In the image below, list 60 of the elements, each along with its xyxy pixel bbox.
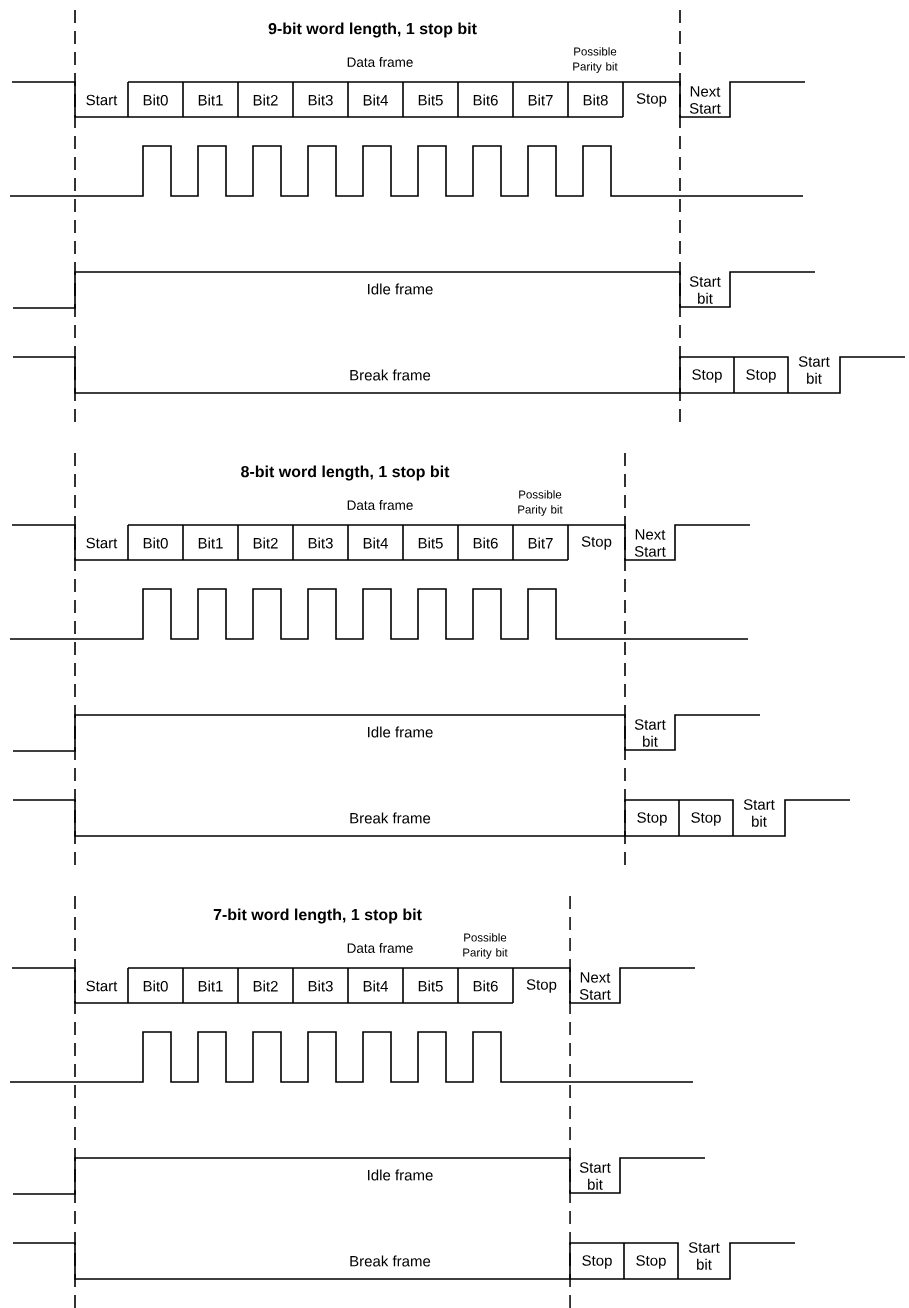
bit-label: Next Start (689, 86, 721, 114)
annotation: Possible Parity bit (518, 490, 563, 516)
bit-label: Bit6 (473, 537, 498, 549)
bit-label: Stop (637, 812, 667, 826)
bit-label: Bit5 (418, 537, 443, 549)
bit-label: Bit4 (363, 537, 388, 549)
bit-label: Stop (746, 369, 776, 383)
frame-label: Idle frame (368, 283, 433, 295)
bit-label: Start (86, 94, 118, 106)
frame-label: Break frame (350, 1255, 431, 1267)
frame-label: Idle frame (368, 726, 433, 738)
bit-label: Bit2 (253, 537, 278, 549)
bit-label: Bit1 (198, 980, 223, 992)
bit-label: Stop (692, 369, 722, 383)
frame-label: Idle frame (368, 1169, 433, 1181)
heading: 7-bit word length, 1 stop bit (213, 908, 422, 924)
frame-label: Data frame (347, 57, 413, 67)
frame-label: Break frame (350, 812, 431, 824)
bit-label: Stop (582, 1255, 612, 1269)
bit-label: Bit5 (418, 980, 443, 992)
bit-label: Bit7 (528, 537, 553, 549)
bit-label: Bit1 (198, 537, 223, 549)
annotation: Possible Parity bit (573, 47, 618, 73)
bit-label: Bit5 (418, 94, 443, 106)
annotation: Possible Parity bit (463, 933, 508, 959)
bit-label: Bit2 (253, 980, 278, 992)
bit-label: Bit0 (143, 94, 168, 106)
bit-label: Start bit (688, 1242, 720, 1270)
bit-label: Bit8 (583, 94, 608, 106)
bit-label: Stop (581, 536, 612, 550)
bit-label: Stop (636, 1255, 666, 1269)
bit-label: Next Start (634, 529, 666, 557)
bit-label: Bit3 (308, 980, 333, 992)
bit-label: Next Start (579, 972, 611, 1000)
frame-label: Data frame (347, 500, 413, 510)
bit-label: Bit7 (528, 94, 553, 106)
bit-label: Start bit (743, 799, 775, 827)
bit-label: Bit0 (143, 980, 168, 992)
bit-label: Stop (636, 93, 667, 107)
bit-label: Stop (526, 979, 557, 993)
bit-label: Start bit (689, 276, 721, 304)
bit-label: Start (86, 537, 118, 549)
heading: 8-bit word length, 1 stop bit (241, 465, 450, 481)
bit-label: Bit6 (473, 980, 498, 992)
bit-label: Start bit (634, 719, 666, 747)
bit-label: Bit3 (308, 94, 333, 106)
bit-label: Bit4 (363, 94, 388, 106)
heading: 9-bit word length, 1 stop bit (268, 22, 477, 38)
bit-label: Bit1 (198, 94, 223, 106)
bit-label: Start (86, 980, 118, 992)
frame-label: Data frame (347, 943, 413, 953)
bit-label: Bit6 (473, 94, 498, 106)
bit-label: Stop (691, 812, 721, 826)
bit-label: Bit0 (143, 537, 168, 549)
bit-label: Start bit (579, 1162, 611, 1190)
bit-label: Bit3 (308, 537, 333, 549)
frame-label: Break frame (350, 369, 431, 381)
bit-label: Start bit (798, 356, 830, 384)
bit-label: Bit4 (363, 980, 388, 992)
bit-label: Bit2 (253, 94, 278, 106)
